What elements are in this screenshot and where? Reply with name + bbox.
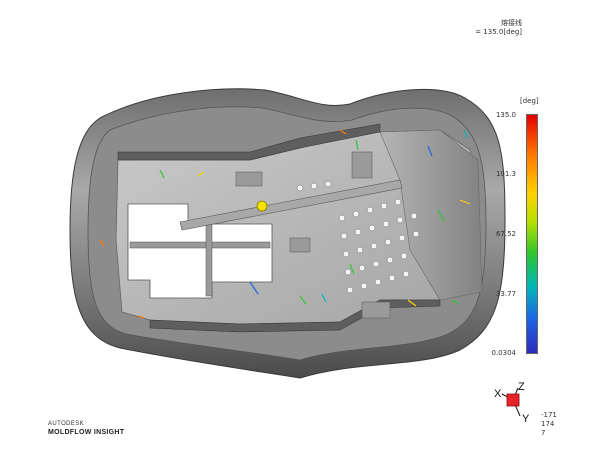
axis-triad-icon[interactable]: X Z Y [488, 378, 534, 426]
brand-autodesk: AUTODESK [48, 421, 85, 427]
view-coord: 174 [541, 420, 555, 428]
legend-tick: 135.0 [495, 111, 516, 119]
legend-unit: [deg] [520, 97, 539, 105]
legend-tick: 67.52 [495, 230, 516, 238]
result-name: 熔接线 [501, 19, 522, 27]
legend-tick: 101.3 [495, 170, 516, 178]
result-value: = 135.0[deg] [475, 28, 522, 36]
legend-tick: 33.77 [495, 290, 516, 298]
view-coord: -171 [541, 411, 557, 419]
color-legend-bar [526, 114, 538, 354]
axis-y-label: Y [522, 413, 530, 425]
brand-product: MOLDFLOW INSIGHT [48, 429, 125, 436]
axis-z-label: Z [518, 381, 525, 393]
axis-x-label: X [494, 388, 502, 400]
view-coord: 7 [541, 429, 546, 437]
legend-tick: 0.0304 [491, 349, 517, 357]
